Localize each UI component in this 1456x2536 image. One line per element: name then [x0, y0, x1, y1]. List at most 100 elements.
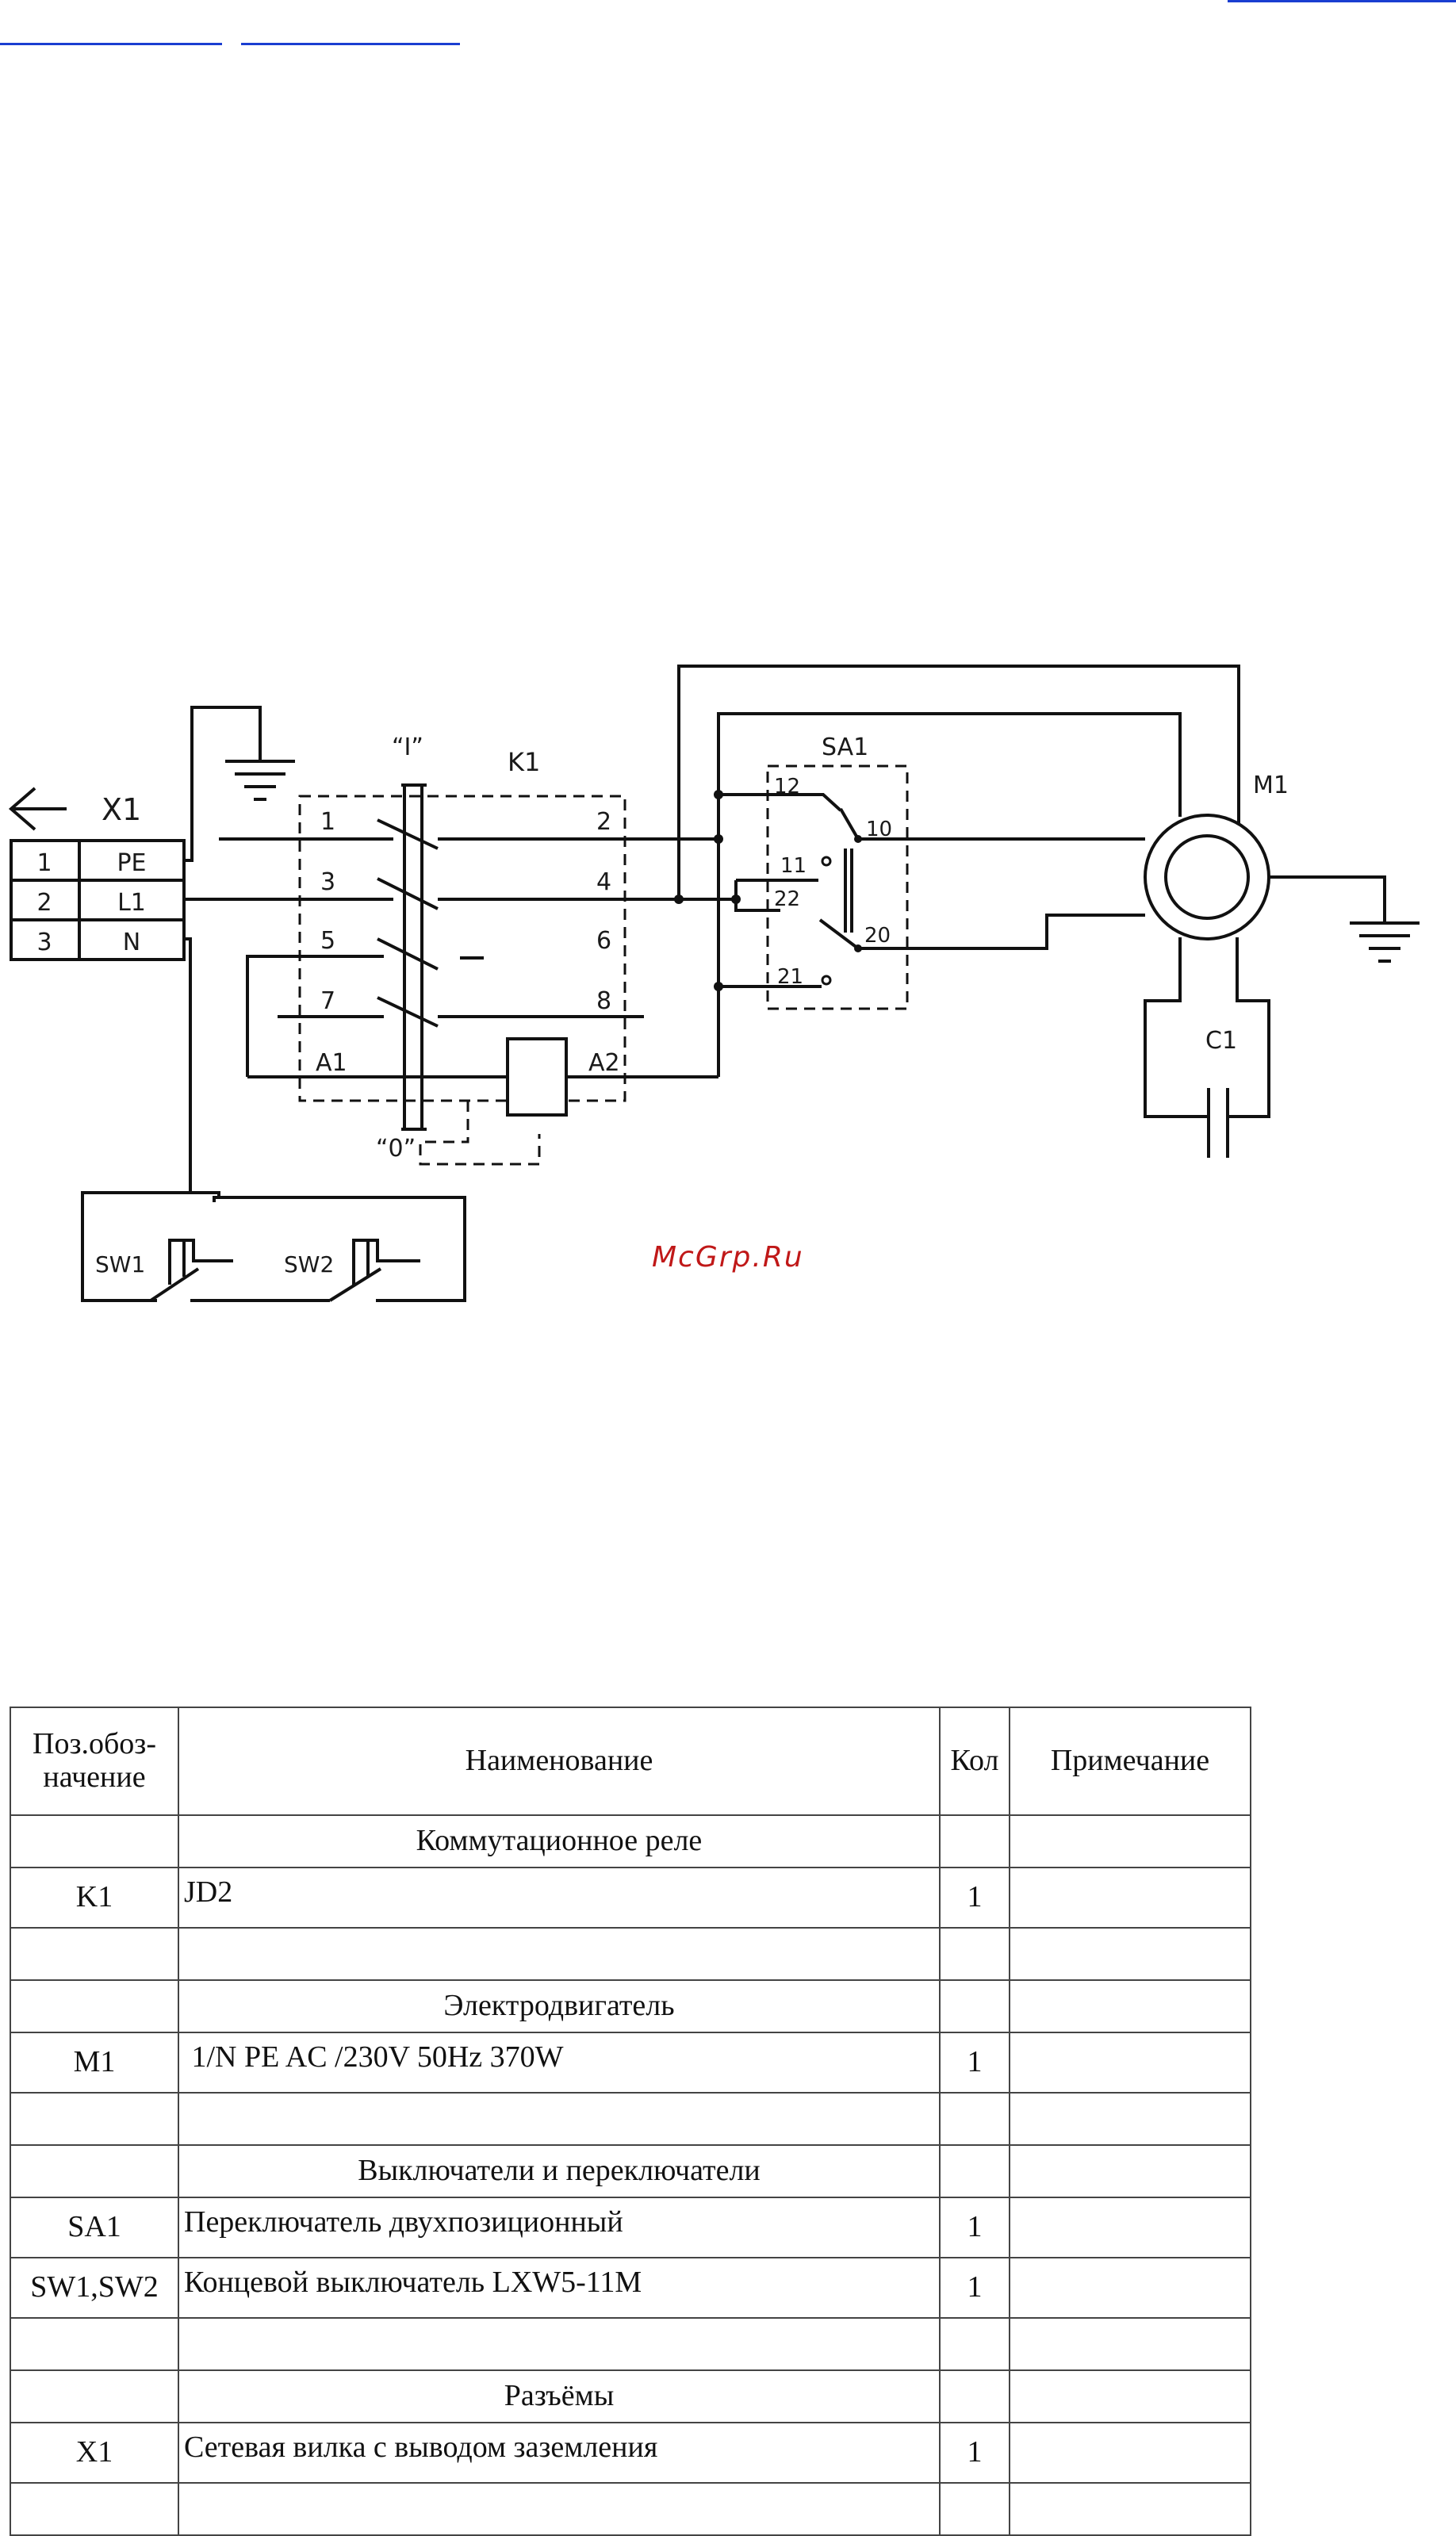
cell-pos: SW1,SW2 — [10, 2257, 179, 2319]
x1-row-3-num: 3 — [36, 929, 52, 956]
cell-note — [1009, 2092, 1251, 2146]
cell-name — [178, 2092, 941, 2146]
sa1-label: SA1 — [822, 734, 868, 761]
cell-note — [1009, 2369, 1251, 2423]
x1-row-3-name: N — [123, 929, 140, 956]
cell-qty — [939, 2317, 1010, 2371]
x1-row-1-num: 1 — [36, 849, 52, 877]
cell-qty: 1 — [939, 2032, 1010, 2094]
cell-pos: X1 — [10, 2422, 179, 2484]
x1-row-1-name: PE — [117, 849, 146, 877]
section-row: Коммутационное реле — [10, 1814, 1251, 1868]
cell-name: Выключатели и переключатели — [178, 2144, 941, 2198]
cell-qty — [939, 2482, 1010, 2536]
cell-note — [1009, 1814, 1251, 1868]
sa1-terminal-20: 20 — [864, 924, 891, 948]
c1-label: C1 — [1205, 1027, 1237, 1055]
cell-note — [1009, 2422, 1251, 2484]
cell-name — [178, 1927, 941, 1981]
cell-pos — [10, 1814, 179, 1868]
sa1-switch-contacts — [734, 793, 862, 988]
section-row: Разъёмы — [10, 2369, 1251, 2423]
cell-qty — [939, 1979, 1010, 2033]
k1-contact-6: 6 — [596, 927, 611, 955]
cell-pos: K1 — [10, 1867, 179, 1929]
k1-pos-off: “0” — [376, 1135, 416, 1163]
sa1-enclosure — [766, 764, 909, 1010]
sw1-label: SW1 — [95, 1251, 145, 1278]
capacitor-c1 — [1207, 1088, 1229, 1158]
blank-row — [10, 2092, 1251, 2146]
cell-name: Переключатель двухпозиционный — [178, 2197, 941, 2258]
header-qty: Кол — [939, 1707, 1010, 1816]
top-link-underline-right[interactable] — [1228, 0, 1456, 2]
k1-coil-a2: A2 — [588, 1049, 620, 1077]
k1-coil-a1: A1 — [316, 1049, 347, 1077]
cell-pos — [10, 1927, 179, 1981]
cell-pos — [10, 2482, 179, 2536]
cell-qty — [939, 1814, 1010, 1868]
cell-qty: 1 — [939, 1867, 1010, 1929]
cell-name: JD2 — [178, 1867, 941, 1929]
cell-qty — [939, 2369, 1010, 2423]
cell-pos — [10, 2092, 179, 2146]
k1-contact-8: 8 — [596, 987, 611, 1015]
cell-name: Электродвигатель — [178, 1979, 941, 2033]
cell-name: Сетевая вилка с выводом заземления — [178, 2422, 941, 2484]
cell-name — [178, 2482, 941, 2536]
header-name: Наименование — [178, 1707, 941, 1816]
cell-name: Коммутационное реле — [178, 1814, 941, 1868]
cell-qty — [939, 2144, 1010, 2198]
k1-contact-3: 3 — [320, 868, 335, 896]
top-link-underline-1[interactable] — [0, 43, 222, 45]
cell-note — [1009, 2482, 1251, 2536]
k1-pos-on: “I” — [392, 734, 423, 761]
cell-note — [1009, 1867, 1251, 1929]
header-pos: Поз.обоз- начение — [10, 1707, 179, 1816]
spec-table: Поз.обоз- начение Наименование Кол Приме… — [10, 1707, 1251, 2536]
k1-contact-4: 4 — [596, 868, 611, 896]
cell-note — [1009, 2317, 1251, 2371]
cell-pos: M1 — [10, 2032, 179, 2094]
cell-qty — [939, 1927, 1010, 1981]
watermark: McGrp.Ru — [652, 1241, 804, 1274]
sa1-terminal-21: 21 — [777, 965, 803, 989]
cell-note — [1009, 2144, 1251, 2198]
top-link-underline-2[interactable] — [241, 43, 460, 45]
k1-contacts — [278, 818, 644, 1028]
x1-row-2-num: 2 — [36, 889, 52, 917]
cell-note — [1009, 2197, 1251, 2258]
k1-coil — [506, 1037, 568, 1117]
sw1-switch — [149, 1239, 330, 1302]
ground-icon-left — [225, 760, 295, 801]
sw2-switch — [328, 1239, 420, 1302]
cell-pos — [10, 1979, 179, 2033]
cell-qty — [939, 2092, 1010, 2146]
junction-dots — [674, 790, 741, 991]
sa1-terminal-22: 22 — [774, 887, 800, 911]
cell-qty: 1 — [939, 2257, 1010, 2319]
k1-contact-2: 2 — [596, 808, 611, 836]
cell-pos — [10, 2369, 179, 2423]
cell-name: Концевой выключатель LXW5-11M — [178, 2257, 941, 2319]
cell-pos — [10, 2144, 179, 2198]
cell-note — [1009, 1979, 1251, 2033]
k1-contact-1: 1 — [320, 808, 335, 836]
k1-label: K1 — [508, 747, 540, 777]
sw2-label: SW2 — [284, 1251, 334, 1278]
section-row: Электродвигатель — [10, 1979, 1251, 2033]
cell-note — [1009, 2257, 1251, 2319]
k1-contact-7: 7 — [320, 987, 335, 1015]
blank-row — [10, 1927, 1251, 1981]
x1-label: X1 — [102, 792, 141, 827]
blank-row — [10, 2317, 1251, 2371]
wiring-diagram: X1 1 PE 2 L1 3 N K1 “I” “0” — [8, 665, 1420, 1302]
cell-note — [1009, 1927, 1251, 1981]
m1-label: M1 — [1253, 772, 1289, 799]
cell-name: 1/N PE AC /230V 50Hz 370W — [178, 2032, 941, 2094]
